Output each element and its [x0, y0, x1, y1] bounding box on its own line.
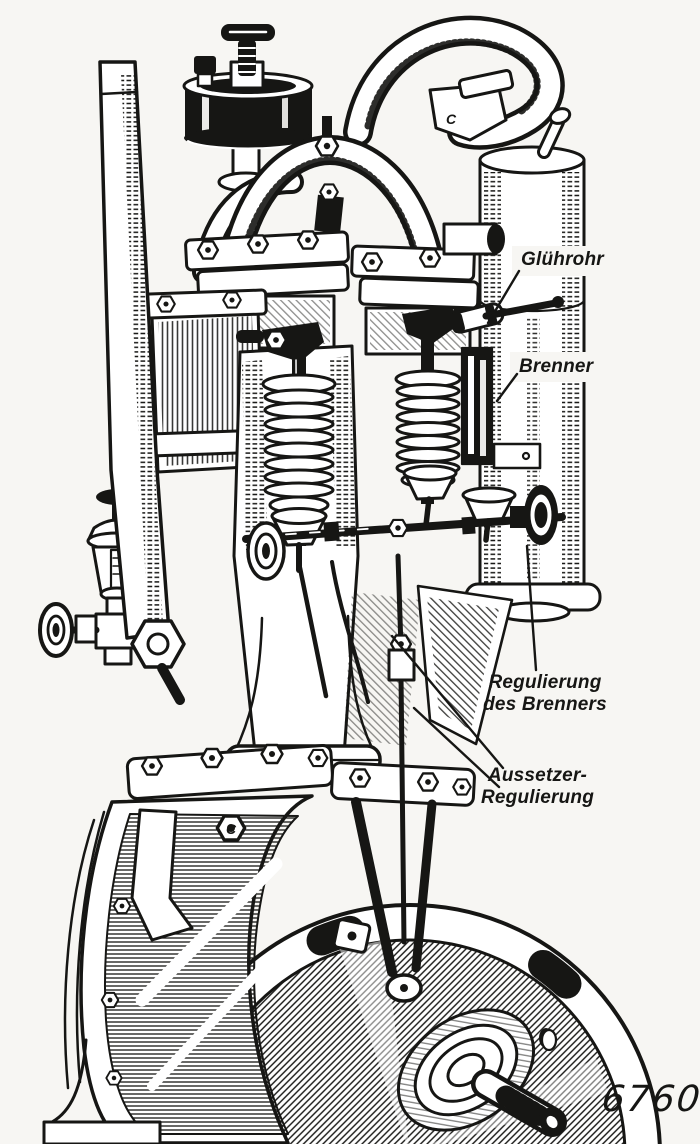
engine-foot [42, 1120, 162, 1144]
valve-gear [236, 296, 564, 573]
label-line: Regulierung [488, 672, 602, 693]
label-aussetzer-regulierung: Aussetzer- Regulierung [455, 765, 620, 809]
left-cylinder [144, 288, 268, 474]
crankcase [42, 743, 476, 1144]
part-mark-c-bolt: C [226, 821, 237, 837]
label-line: des Brenners [483, 694, 607, 715]
hot-bulb-housing [442, 107, 616, 623]
crank-levers [332, 673, 437, 1003]
valve-spring-left [263, 388, 335, 499]
regulating-shaft [242, 485, 566, 704]
part-mark-c-fitting: C [446, 111, 457, 127]
label-brenner: Brenner [519, 356, 594, 377]
label-line: Aussetzer- [487, 765, 588, 786]
burner-body [460, 346, 494, 466]
valve-spring-right [395, 383, 461, 476]
figure-number: 67606 [599, 1079, 700, 1120]
label-line: Regulierung [480, 787, 595, 808]
crankshaft-stub [495, 1085, 551, 1127]
exhaust-pipe-loop [343, 15, 565, 150]
label-gluehrohr: Glührohr [521, 249, 604, 270]
linkage-turnbuckle [387, 648, 416, 682]
leader-lines [390, 269, 538, 789]
label-regulierung-des-brenners: Regulierung des Brenners [455, 672, 635, 716]
exhaust-chimney [98, 60, 186, 705]
governor-drum [182, 24, 314, 193]
flywheel [158, 903, 662, 1144]
